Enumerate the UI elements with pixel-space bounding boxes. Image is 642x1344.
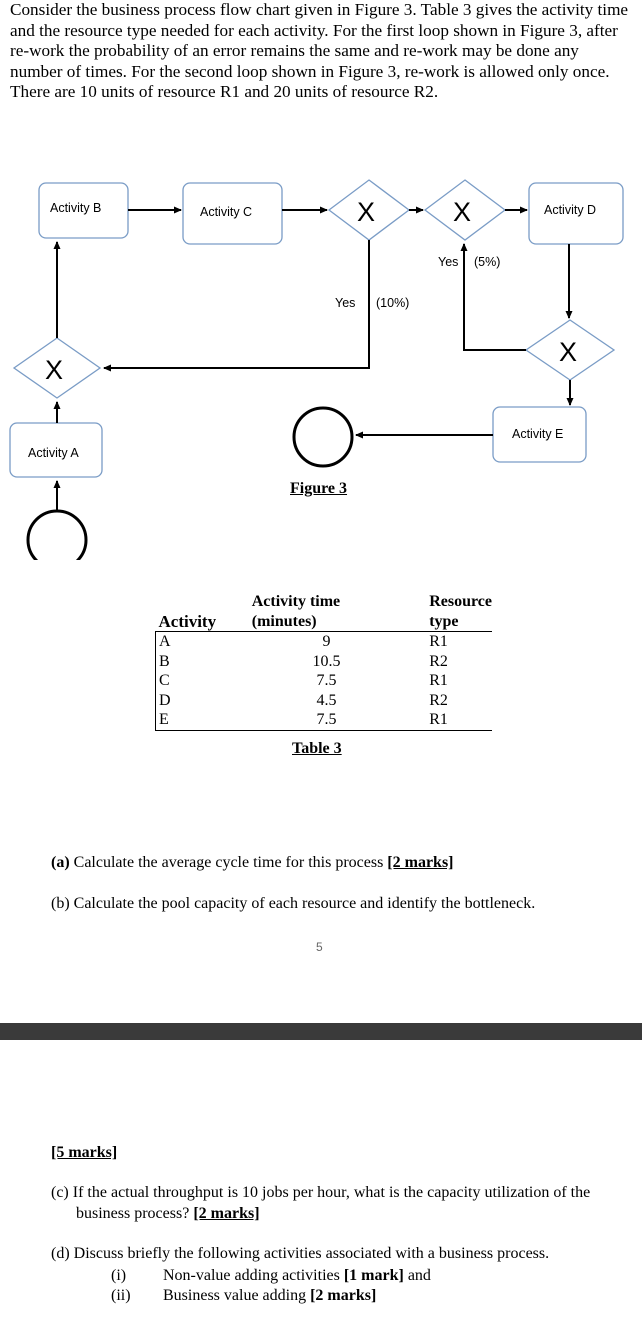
- loop2-rework-flow: [460, 243, 526, 351]
- gateway-1-symbol: X: [357, 197, 375, 227]
- question-c-text: (c) If the actual throughput is 10 jobs …: [51, 1184, 591, 1222]
- flow-chart-figure: Activity B Activity C Activity D Activit…: [9, 179, 624, 560]
- question-a-text: Calculate the average cycle time for thi…: [69, 854, 388, 871]
- page-number: 5: [316, 940, 323, 954]
- header-activity-time: Activity time (minutes): [251, 593, 341, 630]
- activity-c-label: Activity C: [200, 205, 252, 219]
- activity-a-box: Activity A: [9, 422, 103, 478]
- table-row: D 4.5 R2: [154, 690, 493, 710]
- question-d-ii-marks: [2 marks]: [310, 1287, 377, 1304]
- activity-c-box: Activity C: [182, 182, 283, 245]
- loop1-rework-flow: [103, 240, 370, 372]
- question-d-i-number: (i): [111, 1267, 127, 1284]
- question-a-label: (a): [51, 854, 70, 871]
- question-d-ii-number: (ii): [111, 1287, 131, 1304]
- start-event: [26, 509, 88, 560]
- table-row: C 7.5 R1: [154, 671, 493, 691]
- gateway-2-symbol: X: [453, 197, 471, 227]
- question-d-ii: Business value adding [2 marks]: [163, 1287, 377, 1304]
- gateway-4-xor: X: [12, 337, 102, 399]
- loop2-probability: (5%): [474, 255, 500, 269]
- loop1-probability: (10%): [376, 296, 409, 310]
- loop1-yes-label: Yes: [335, 296, 355, 310]
- table-header-row: Activity Activity time (minutes) Resourc…: [155, 592, 492, 632]
- question-c-marks: [2 marks]: [193, 1204, 260, 1222]
- table-row: B 10.5 R2: [154, 651, 493, 671]
- question-b-marks: [5 marks]: [51, 1144, 118, 1161]
- activity-d-box: Activity D: [528, 182, 624, 245]
- table-row: A 9 R1: [154, 631, 493, 652]
- table-row: E 7.5 R1: [154, 710, 492, 730]
- activity-d-label: Activity D: [544, 203, 596, 217]
- activity-e-box: Activity E: [492, 406, 587, 463]
- question-b: (b) Calculate the pool capacity of each …: [51, 895, 536, 912]
- activity-e-label: Activity E: [512, 427, 563, 441]
- intro-paragraph: Consider the business process flow chart…: [10, 0, 629, 102]
- activity-table: Activity Activity time (minutes) Resourc…: [154, 592, 493, 731]
- gateway-1-xor: X: [327, 179, 411, 241]
- end-event: [292, 406, 354, 468]
- page-separator: [0, 1023, 642, 1040]
- activity-a-label: Activity A: [28, 446, 79, 460]
- question-d-i-marks: [1 mark]: [343, 1267, 404, 1284]
- activity-b-box: Activity B: [38, 182, 129, 239]
- gateway-3-symbol: X: [559, 337, 577, 367]
- question-a-marks: [2 marks]: [387, 854, 454, 871]
- activity-b-label: Activity B: [50, 201, 101, 215]
- table-caption: Table 3: [292, 740, 342, 757]
- gateway-2-xor: X: [423, 179, 507, 241]
- header-resource-type: Resource type: [429, 593, 492, 630]
- gateway-3-xor: X: [524, 319, 616, 381]
- question-d-i: Non-value adding activities [1 mark] and: [163, 1267, 431, 1284]
- question-d: (d) Discuss briefly the following activi…: [51, 1245, 550, 1262]
- question-c: (c) If the actual throughput is 10 jobs …: [51, 1183, 616, 1224]
- header-activity: Activity: [158, 611, 217, 631]
- gateway-4-symbol: X: [45, 355, 63, 385]
- question-a: (a) Calculate the average cycle time for…: [51, 853, 454, 874]
- figure-caption: Figure 3: [290, 480, 348, 497]
- loop2-yes-label: Yes: [438, 255, 458, 269]
